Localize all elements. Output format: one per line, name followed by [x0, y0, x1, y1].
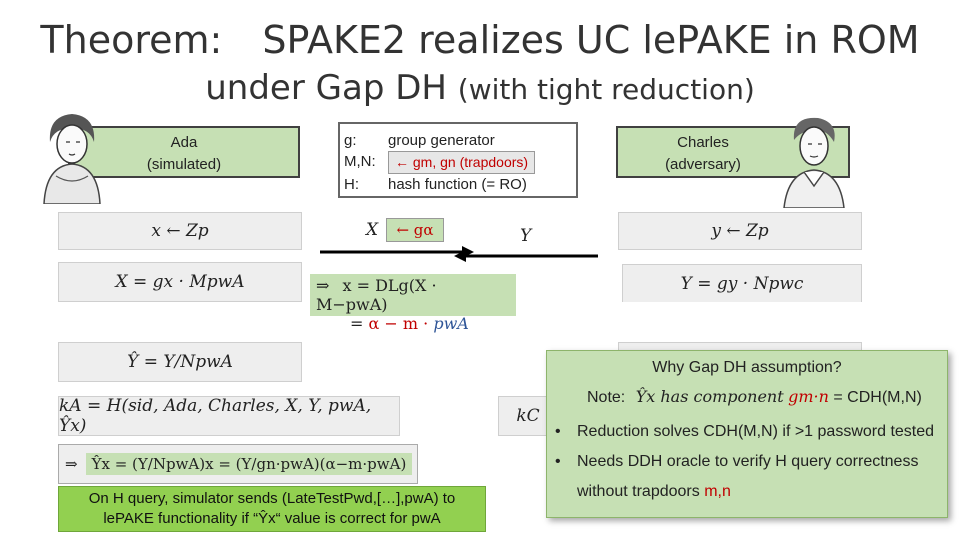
gap-dh-explanation-box: Why Gap DH assumption? Note: Ŷx has comp…	[546, 350, 948, 518]
param-h: H: hash function (= RO)	[344, 174, 576, 195]
simulator-note-line1: On H query, simulator sends (LateTestPwd…	[88, 490, 456, 507]
charles-name: Charles	[677, 134, 729, 151]
popup-note-text: Ŷx has component	[635, 387, 784, 406]
message-x-label: X	[366, 220, 379, 240]
assumption-text: under Gap DH	[205, 68, 447, 108]
popup-note: Note: Ŷx has component gm·n = CDH(M,N)	[587, 387, 947, 407]
popup-bullet-2: • Needs DDH oracle to verify H query cor…	[555, 453, 947, 471]
popup-heading: Why Gap DH assumption?	[652, 359, 842, 376]
message-x-value: ← gα	[386, 218, 444, 242]
message-arrows	[316, 246, 600, 266]
equals-sign: =	[350, 314, 364, 333]
derivation-key-expansion: ⇒ Ŷx = (Y/NpwA)x = (Y/gn·pwA)(α−m·pwA)	[58, 444, 418, 484]
param-g: g: group generator	[344, 130, 576, 151]
bullet-icon: •	[555, 423, 561, 440]
theorem-statement: SPAKE2 realizes UC lePAKE in ROM	[262, 18, 920, 62]
popup-bullet-2-continued: without trapdoors m,n	[577, 483, 947, 501]
slide-title-line2: under Gap DH (with tight reduction)	[0, 68, 960, 108]
m-trapdoor: m ·	[402, 314, 429, 333]
param-h-value: hash function (= RO)	[388, 176, 527, 193]
ada-role: (simulated)	[146, 156, 222, 173]
theorem-label: Theorem:	[40, 18, 223, 62]
bullet-icon: •	[555, 453, 561, 470]
derivation-dlog: ⇒ x = DLg(X · M−pwA) = α − m · pwA	[310, 274, 516, 333]
popup-bullet-1-text: Reduction solves CDH(M,N) if >1 password…	[577, 423, 935, 440]
charles-row-compute-y: Y = gy · Npwc	[622, 264, 862, 302]
param-h-key: H:	[344, 176, 359, 193]
charles-row-sample-y: y ← Zp	[618, 212, 862, 250]
charles-role: (adversary)	[665, 156, 741, 173]
simulator-note-line2: lePAKE functionality if “Ŷx“ value is co…	[103, 510, 441, 527]
param-g-key: g:	[344, 132, 357, 149]
derivation-dlog-line1: ⇒ x = DLg(X · M−pwA)	[316, 276, 510, 314]
popup-note-cdh: = CDH(M,N)	[833, 389, 922, 406]
popup-bullet-1: • Reduction solves CDH(M,N) if >1 passwo…	[555, 423, 947, 441]
charles-portrait	[778, 110, 850, 209]
ada-row-compute-x: X = gx · MpwA	[58, 262, 302, 302]
implies-icon: ⇒	[65, 455, 78, 473]
implies-icon: ⇒	[316, 276, 330, 295]
ada-party-box: Ada (simulated)	[68, 126, 300, 178]
popup-bullet-2-cont-text: without trapdoors	[577, 483, 700, 500]
slide-title-line1: Theorem: SPAKE2 realizes UC lePAKE in ROM	[0, 18, 960, 62]
arrow-left-icon	[454, 250, 466, 262]
parameters-box: g: group generator M,N: ← gm, gn (trapdo…	[338, 122, 578, 198]
popup-note-label: Note:	[587, 389, 626, 406]
derivation-dlog-expr: x = DLg(X · M−pwA)	[316, 276, 437, 314]
derivation-dlog-line2: = α − m · pwA	[316, 314, 510, 333]
minus-sign: −	[384, 314, 398, 333]
popup-bullet-2-text: Needs DDH oracle to verify H query corre…	[577, 453, 919, 470]
ada-row-compute-yhat: Ŷ = Y/NpwA	[58, 342, 302, 382]
ada-name: Ada	[170, 134, 198, 151]
simulator-note: On H query, simulator sends (LateTestPwd…	[58, 486, 486, 532]
param-mn-value: ← gm, gn (trapdoors)	[388, 151, 536, 174]
param-mn: M,N: ← gm, gn (trapdoors)	[344, 151, 576, 174]
ada-row-sample-x: x ← Zp	[58, 212, 302, 250]
ada-portrait	[36, 106, 108, 205]
param-g-value: group generator	[388, 132, 495, 149]
derivation-key-expr: Ŷx = (Y/NpwA)x = (Y/gn·pwA)(α−m·pwA)	[85, 453, 413, 475]
popup-note-component: gm·n	[788, 387, 829, 406]
popup-trapdoors: m,n	[704, 483, 731, 500]
tight-reduction-note: (with tight reduction)	[457, 73, 755, 106]
alpha-symbol: α	[368, 314, 380, 333]
param-mn-key: M,N:	[344, 153, 376, 170]
ada-row-compute-key: kA = H(sid, Ada, Charles, X, Y, pwA, Ŷx)	[58, 396, 400, 436]
message-y-label: Y	[520, 226, 532, 246]
password-symbol: pwA	[433, 314, 469, 333]
